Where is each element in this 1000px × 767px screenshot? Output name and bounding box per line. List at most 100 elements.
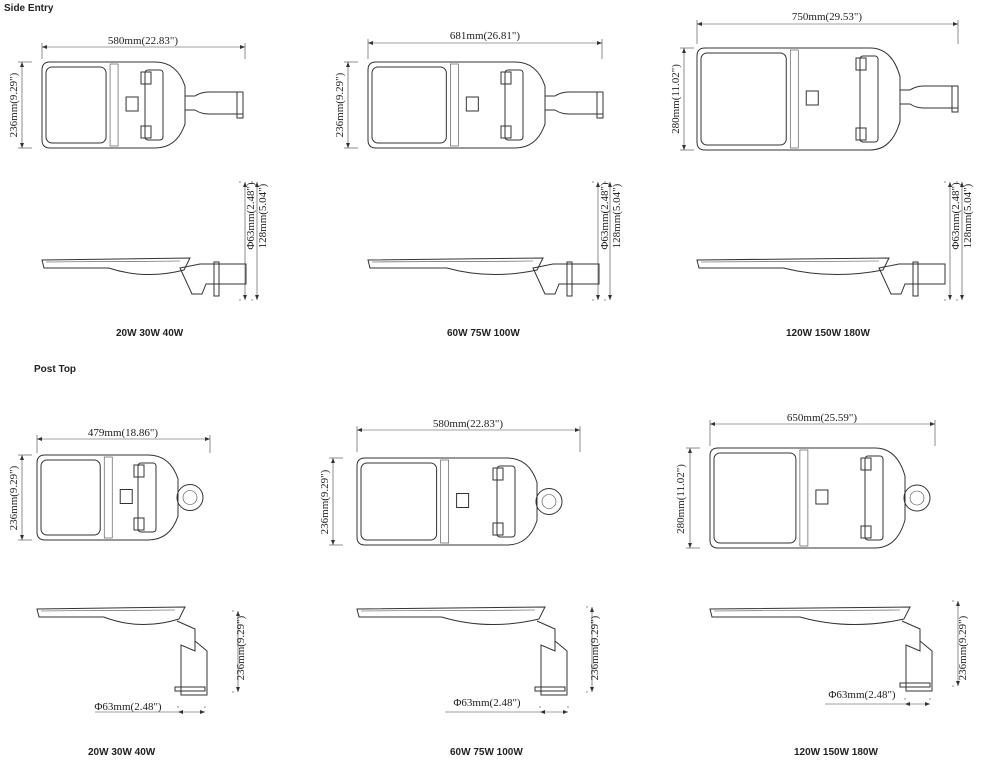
side-entry-arm — [185, 91, 244, 115]
latch — [492, 522, 504, 536]
latch — [855, 127, 867, 141]
height-dimension: 128mm(5.04") — [611, 183, 623, 248]
post-top-collar-inner — [909, 490, 925, 506]
height-dimension: 236mm(9.29") — [235, 615, 247, 680]
label-plate — [125, 96, 139, 112]
lens-panel — [371, 66, 447, 144]
length-dimension: 580mm(22.83") — [433, 418, 504, 430]
side-entry-arm — [900, 85, 959, 109]
model-label: 120W 150W 180W — [794, 747, 878, 758]
width-dimension: 280mm(11.02") — [675, 464, 687, 534]
model-label: 60W 75W 100W — [447, 328, 520, 339]
arm-end — [236, 91, 244, 119]
height-dimension: 128mm(5.04") — [257, 183, 269, 248]
lens-panel — [40, 459, 101, 536]
driver-compartment — [496, 465, 516, 538]
pole-clamp — [213, 261, 220, 297]
label-plate — [119, 489, 133, 504]
model-label: 60W 75W 100W — [450, 747, 523, 758]
post-top-collar — [176, 484, 204, 511]
luminaire-profile — [41, 257, 191, 276]
length-dimension: 650mm(25.59") — [787, 412, 858, 424]
height-dimension: 128mm(5.04") — [962, 183, 974, 248]
label-plate — [815, 489, 829, 505]
model-label: 20W 30W 40W — [116, 328, 184, 339]
profile-edge — [360, 609, 536, 612]
center-rib — [103, 456, 113, 539]
lens-panel — [700, 52, 787, 146]
post-base — [174, 686, 206, 692]
side-entry-arm — [545, 91, 604, 115]
latch — [500, 71, 512, 85]
driver-compartment — [864, 455, 884, 541]
luminaire-profile — [367, 257, 544, 275]
section-title-post-top: Post Top — [34, 364, 77, 375]
label-plate — [456, 493, 470, 508]
luminaire-profile — [696, 257, 890, 276]
driver-compartment — [144, 69, 164, 141]
post-top-bracket — [901, 620, 933, 692]
center-rib — [799, 449, 809, 547]
profile-edge — [45, 260, 181, 263]
lens-panel — [713, 452, 797, 544]
width-dimension: 236mm(9.29") — [319, 469, 331, 534]
arrow-head — [905, 702, 930, 706]
driver-compartment — [859, 55, 879, 143]
post-base — [534, 686, 566, 692]
length-dimension: 681mm(26.81") — [450, 30, 521, 42]
diameter-dimension: Φ63mm(2.48") — [453, 697, 521, 709]
section-title-side-entry: Side Entry — [4, 3, 54, 14]
side-entry-bracket — [179, 263, 247, 295]
latch — [860, 457, 872, 471]
pole-clamp — [566, 261, 573, 297]
latch — [860, 525, 872, 539]
post-top-collar-inner — [541, 494, 557, 509]
latch — [492, 467, 504, 481]
latch — [500, 125, 512, 139]
height-dimension: 236mm(9.29") — [957, 615, 969, 680]
length-dimension: 479mm(18.86") — [88, 427, 159, 439]
model-label: 120W 150W 180W — [786, 328, 870, 339]
luminaire-housing — [356, 457, 538, 546]
luminaire-profile — [36, 606, 186, 626]
luminaire-profile — [709, 606, 911, 626]
latch — [133, 517, 145, 531]
model-label: 20W 30W 40W — [88, 747, 156, 758]
diameter-dimension: Φ63mm(2.48") — [245, 182, 257, 250]
lens-panel — [45, 66, 107, 144]
luminaire-housing — [367, 61, 546, 149]
width-dimension: 236mm(9.29") — [8, 465, 20, 530]
label-plate — [465, 96, 479, 112]
diameter-dimension: Φ63mm(2.48") — [94, 701, 162, 713]
width-dimension: 280mm(11.02") — [670, 64, 682, 134]
pole-clamp — [912, 261, 919, 297]
luminaire-profile — [356, 606, 546, 625]
profile-edge — [40, 609, 176, 612]
latch — [855, 57, 867, 71]
luminaire-housing — [36, 454, 179, 541]
post-top-bracket — [176, 620, 208, 696]
length-dimension: 580mm(22.83") — [108, 35, 179, 47]
label-plate — [805, 90, 819, 106]
diameter-dimension: Φ63mm(2.48") — [828, 689, 896, 701]
center-rib — [440, 459, 449, 544]
diameter-dimension: Φ63mm(2.48") — [599, 182, 611, 250]
latch — [140, 71, 152, 85]
arm-end — [596, 91, 604, 119]
center-rib — [789, 49, 799, 149]
center-rib — [109, 63, 119, 147]
latch — [140, 125, 152, 139]
profile-edge — [713, 609, 901, 612]
driver-compartment — [504, 69, 524, 141]
post-base — [899, 682, 931, 688]
post-top-bracket — [536, 620, 568, 696]
luminaire-housing — [41, 61, 186, 149]
diameter-dimension: Φ63mm(2.48") — [950, 182, 962, 250]
arm-end — [951, 85, 959, 113]
width-dimension: 236mm(9.29") — [334, 72, 346, 137]
height-dimension: 236mm(9.29") — [589, 615, 601, 680]
center-rib — [450, 63, 459, 147]
side-entry-bracket — [878, 263, 946, 295]
length-dimension: 750mm(29.53") — [792, 11, 863, 23]
